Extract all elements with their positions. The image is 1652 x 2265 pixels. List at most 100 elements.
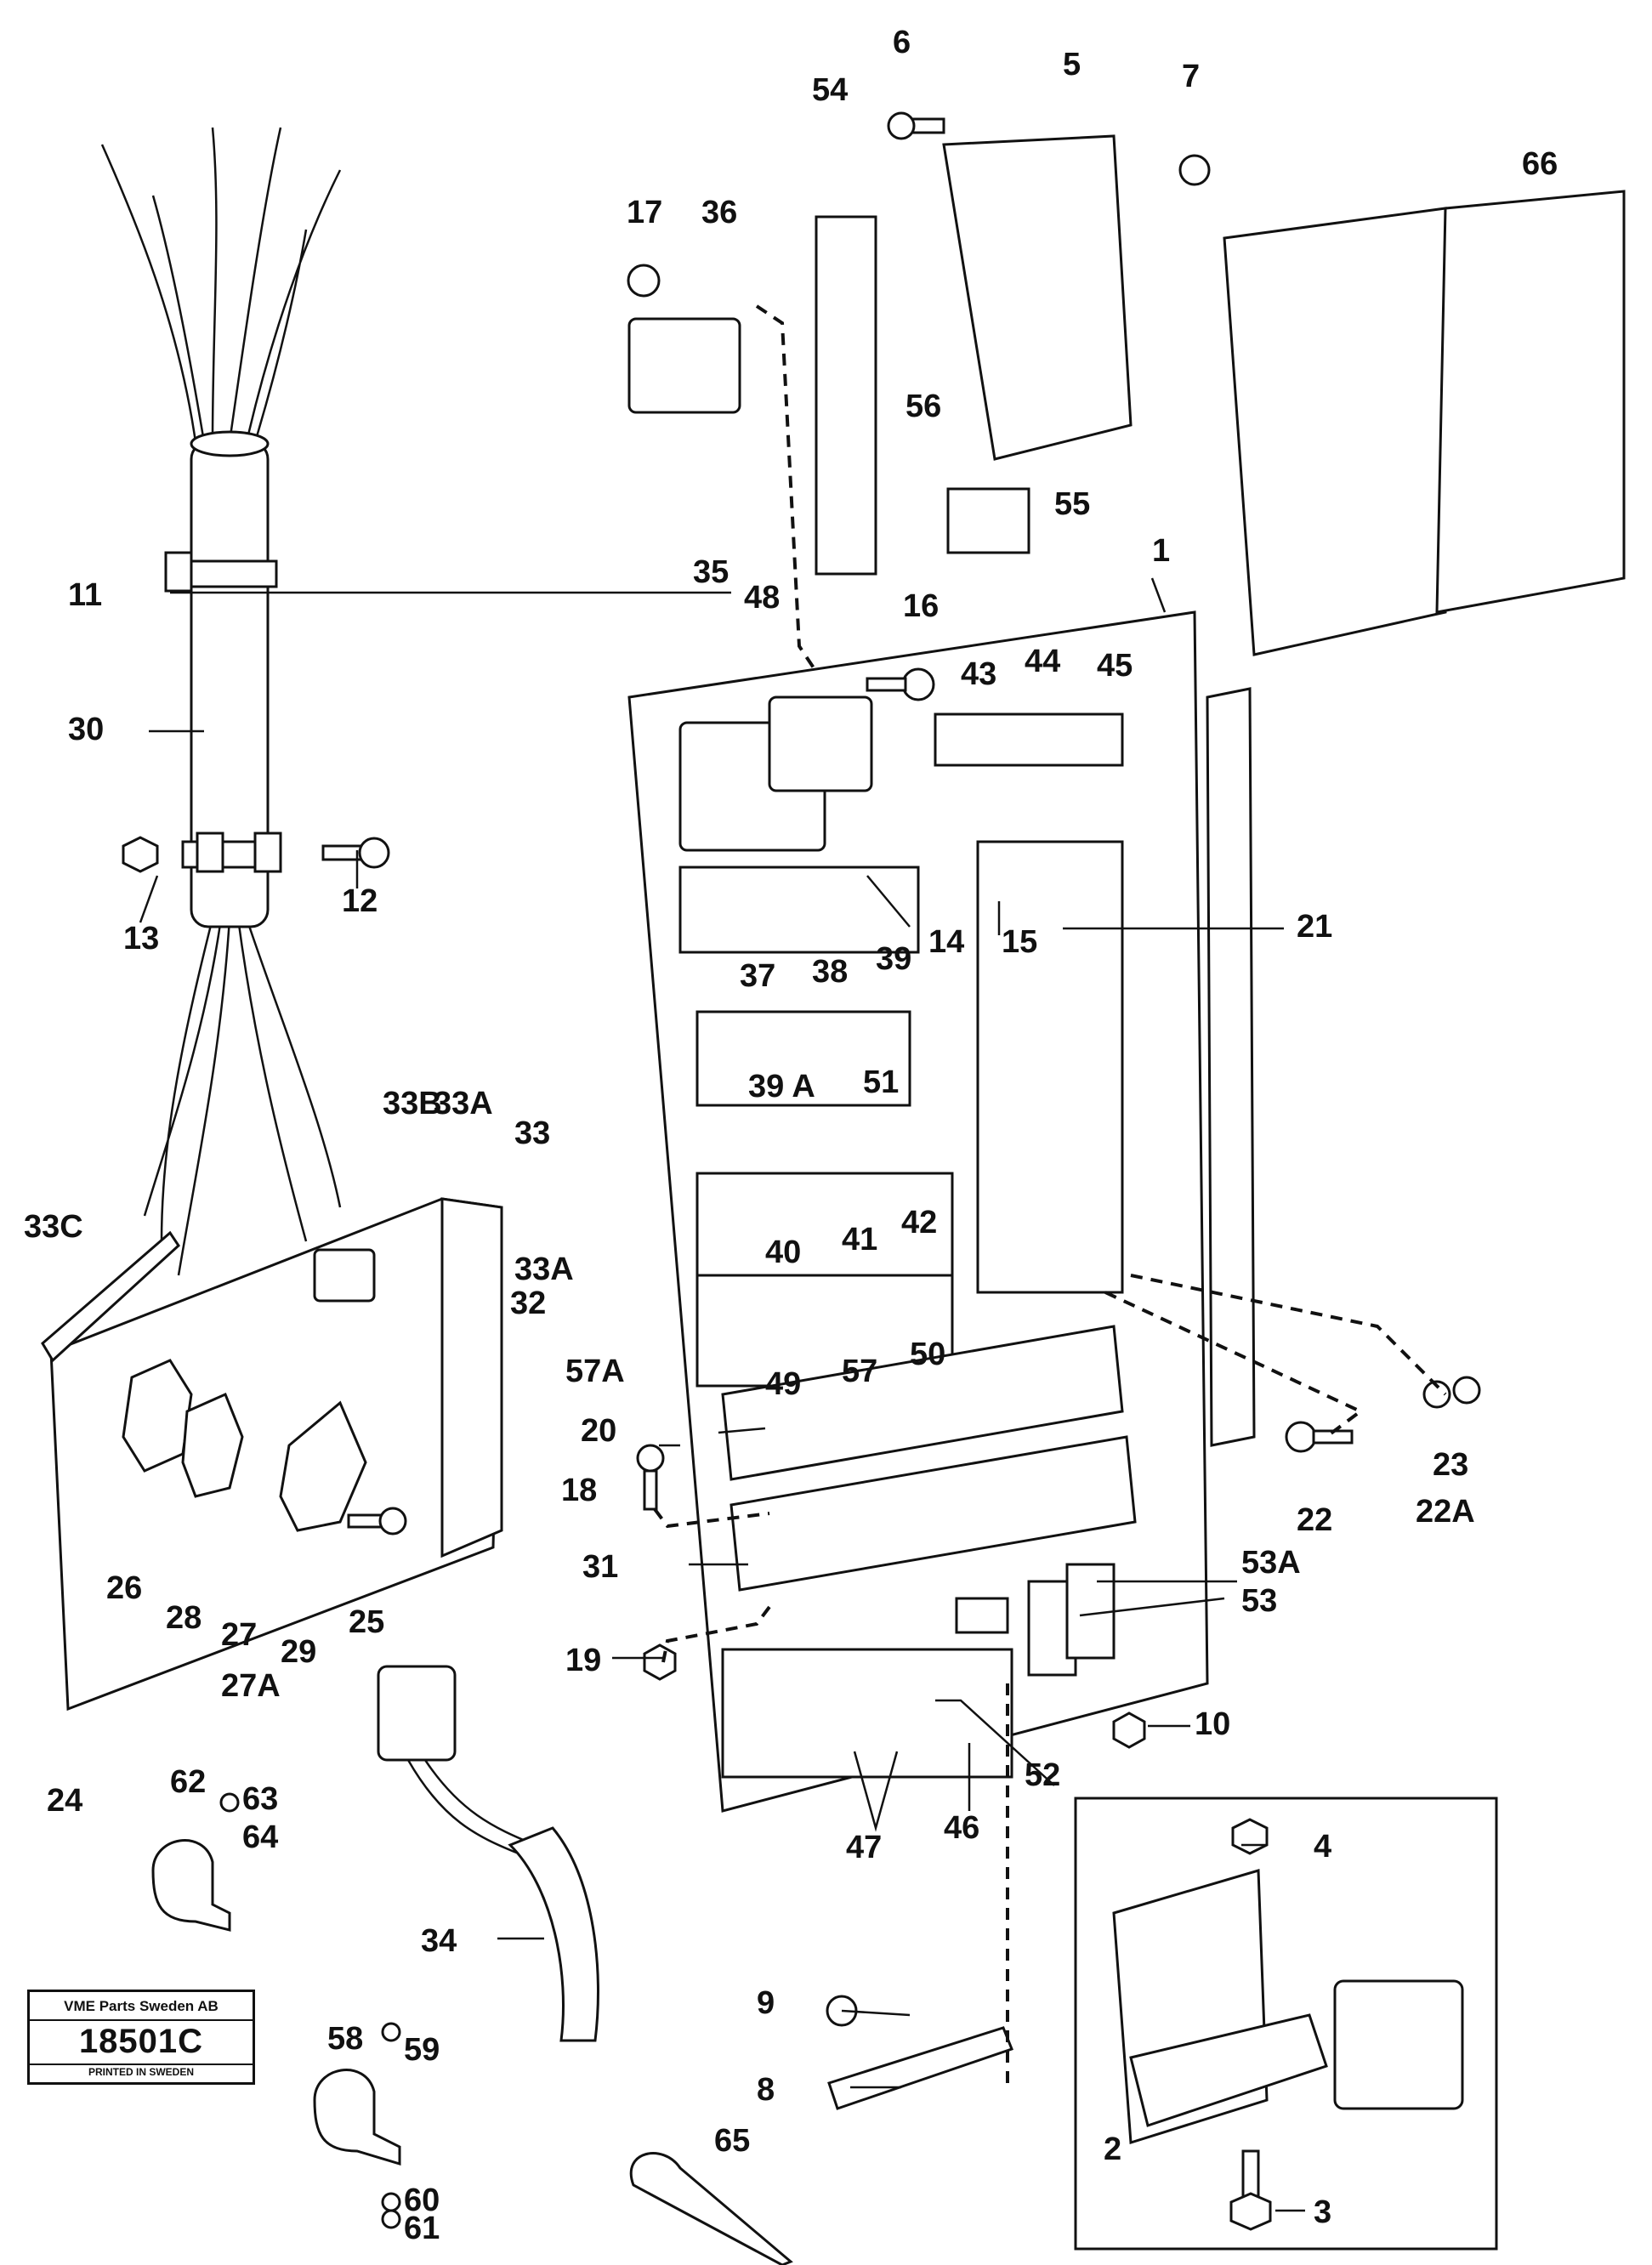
grommet-28 — [181, 1392, 244, 1498]
callout-57a: 57A — [565, 1354, 625, 1389]
clamp-bar-8 — [827, 2026, 1013, 2110]
callout-51: 51 — [863, 1064, 899, 1100]
screw-6 — [887, 111, 945, 140]
callout-42: 42 — [901, 1205, 937, 1240]
callout-50: 50 — [910, 1337, 945, 1372]
callout-6: 6 — [893, 25, 911, 60]
grommet-26 — [122, 1359, 193, 1473]
cable-connector-plug — [377, 1665, 536, 1855]
callout-65: 65 — [714, 2123, 750, 2159]
callout-34: 34 — [421, 1923, 457, 1959]
screw-22 — [1285, 1421, 1354, 1453]
screw-16 — [866, 667, 935, 701]
callout-53a: 53A — [1241, 1545, 1301, 1581]
hose-clamp-upper — [164, 551, 278, 593]
callout-17: 17 — [627, 195, 662, 230]
connector-plate — [49, 1197, 503, 1712]
parts-stamp: VME Parts Sweden AB 18501C PRINTED IN SW… — [27, 1990, 255, 2085]
callout-22a: 22A — [1416, 1494, 1475, 1530]
callout-23: 23 — [1433, 1447, 1468, 1483]
bracket-5 — [942, 134, 1133, 461]
callout-31: 31 — [582, 1549, 618, 1585]
callout-66: 66 — [1522, 146, 1558, 182]
callout-44: 44 — [1025, 644, 1060, 679]
connector-block-9pin — [313, 1248, 376, 1303]
callout-56: 56 — [905, 389, 941, 424]
callout-25: 25 — [349, 1604, 384, 1640]
callout-39: 39 — [876, 941, 911, 977]
callout-labels: 1 2 3 4 5 6 7 8 9 10 11 12 13 14 15 16 1… — [24, 25, 1558, 2246]
callout-59: 59 — [404, 2032, 440, 2068]
callout-48: 48 — [744, 580, 780, 616]
grommet-29 — [279, 1400, 367, 1532]
relay-36 — [627, 317, 741, 414]
callout-38: 38 — [812, 954, 848, 990]
callout-5: 5 — [1063, 47, 1081, 82]
callout-13: 13 — [123, 921, 159, 957]
callout-28: 28 — [166, 1600, 202, 1636]
callout-22: 22 — [1297, 1502, 1332, 1538]
screw-25 — [347, 1507, 407, 1536]
screw-12 — [321, 837, 390, 869]
callout-24: 24 — [47, 1783, 82, 1819]
callout-3: 3 — [1314, 2194, 1331, 2230]
stamp-printed: PRINTED IN SWEDEN — [88, 2066, 194, 2078]
edge-strip-33c — [41, 1230, 180, 1363]
callout-19: 19 — [565, 1643, 601, 1678]
callout-16: 16 — [903, 588, 939, 624]
terminal-strips — [721, 1325, 1137, 1592]
callout-64: 64 — [242, 1819, 278, 1855]
callout-40: 40 — [765, 1235, 801, 1270]
profile-strip-54 — [815, 215, 877, 576]
callout-26: 26 — [106, 1570, 142, 1606]
callout-33a-top: 33A — [434, 1086, 493, 1121]
nut-7 — [1178, 154, 1211, 186]
callout-55: 55 — [1054, 486, 1090, 522]
callout-29: 29 — [281, 1634, 316, 1670]
callout-58: 58 — [327, 2021, 363, 2057]
stamp-number: 18501C — [30, 2019, 253, 2065]
fuse-holders — [955, 1563, 1116, 1677]
callout-53: 53 — [1241, 1583, 1277, 1619]
wire-harness — [100, 127, 342, 1276]
callout-36: 36 — [701, 195, 737, 230]
callout-18: 18 — [561, 1473, 597, 1508]
callout-37: 37 — [740, 958, 775, 994]
p-clip-62 — [151, 1792, 240, 1932]
callout-11: 11 — [68, 577, 102, 613]
callout-33c: 33C — [24, 1209, 83, 1245]
callout-15: 15 — [1002, 924, 1037, 960]
callout-33: 33 — [514, 1115, 550, 1151]
callout-2: 2 — [1104, 2132, 1121, 2167]
callout-61: 61 — [404, 2211, 440, 2246]
washers-22a-23 — [1422, 1376, 1481, 1409]
callout-14: 14 — [928, 924, 964, 960]
callout-32: 32 — [510, 1286, 546, 1321]
callout-20: 20 — [581, 1413, 616, 1449]
callout-9: 9 — [757, 1985, 775, 2021]
callout-62: 62 — [170, 1764, 206, 1800]
callout-46: 46 — [944, 1810, 979, 1846]
callout-12: 12 — [342, 883, 378, 919]
callout-47: 47 — [846, 1830, 882, 1865]
callout-39a: 39 A — [748, 1069, 815, 1104]
p-clip-58 — [313, 2022, 401, 2229]
stamp-company: VME Parts Sweden AB — [30, 1997, 253, 2021]
callout-8: 8 — [757, 2072, 775, 2108]
callout-49: 49 — [765, 1366, 801, 1402]
connector-55 — [946, 487, 1030, 554]
callout-27: 27 — [221, 1617, 257, 1653]
callout-27a: 27A — [221, 1668, 281, 1704]
callout-41: 41 — [842, 1222, 877, 1257]
circuit-board-66 — [1223, 190, 1626, 656]
callout-45: 45 — [1097, 648, 1133, 684]
callout-35: 35 — [693, 554, 729, 590]
callout-4: 4 — [1314, 1829, 1331, 1865]
nut-17 — [627, 264, 661, 298]
callout-33a-right: 33A — [514, 1252, 574, 1287]
hose-clamp-lower — [181, 832, 282, 873]
callout-10: 10 — [1195, 1706, 1230, 1742]
leader-lines — [139, 577, 1305, 2212]
nut-10 — [1112, 1712, 1146, 1749]
